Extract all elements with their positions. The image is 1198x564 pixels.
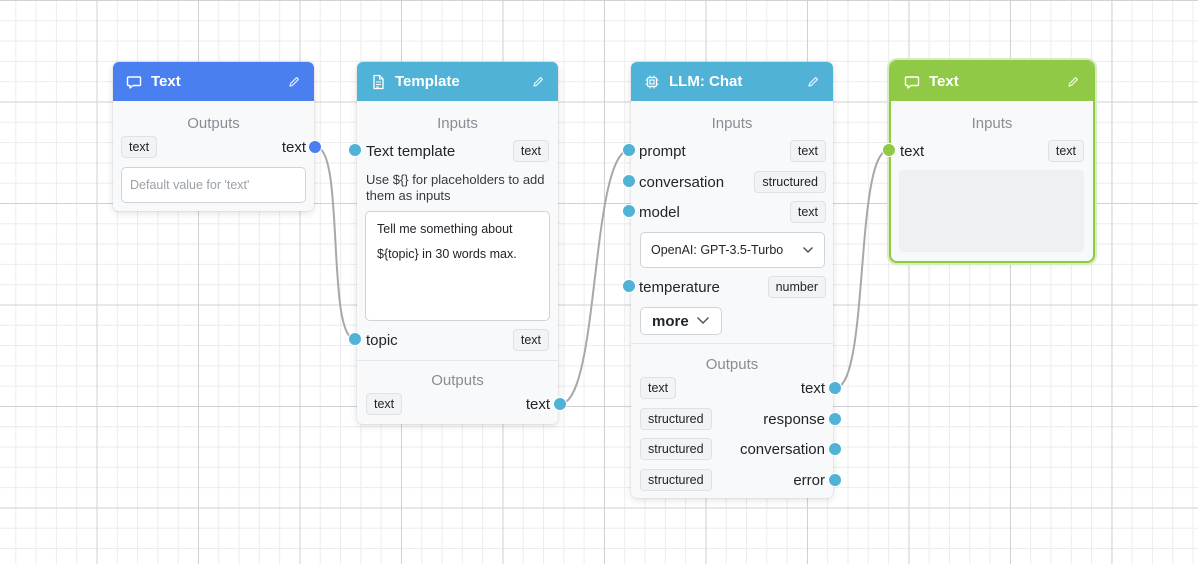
section-divider [357, 360, 558, 361]
text-input-node[interactable]: Text Outputs text text [113, 62, 322, 211]
output-type-badge: text [121, 136, 158, 158]
node-title: Text [151, 73, 181, 90]
node-header[interactable]: Text [891, 62, 1093, 101]
chevron-down-icon [696, 312, 710, 330]
input-handle-topic[interactable] [348, 332, 362, 346]
outputs-title: Outputs [431, 372, 484, 389]
outputs-title: Outputs [705, 356, 759, 373]
output-handle-text[interactable] [553, 397, 567, 411]
output-handle-conversation[interactable] [828, 442, 842, 456]
more-button[interactable]: more [640, 307, 722, 335]
input-label-conversation: conversation [639, 173, 725, 191]
output-type-badge: structured [640, 469, 712, 491]
model-select-value: OpenAI: GPT-3.5-Turbo [651, 243, 784, 257]
message-square-icon [125, 73, 143, 91]
template-node[interactable]: Template Inputs Text template text Use $… [348, 62, 567, 424]
inputs-title: Inputs [971, 115, 1013, 132]
file-text-icon [369, 73, 387, 91]
pencil-icon[interactable] [805, 74, 821, 90]
node-header[interactable]: Template [357, 62, 558, 101]
edge-llm-text-to-output[interactable] [834, 149, 890, 389]
placeholder-hint: Use ${} for placeholders to add them as … [366, 172, 545, 203]
input-type-badge: structured [754, 171, 826, 193]
edge-template-to-prompt[interactable] [559, 149, 631, 405]
input-label-prompt: prompt [639, 142, 686, 160]
llm-chat-node[interactable]: LLM: Chat Inputs prompt text conversatio… [622, 62, 842, 498]
pencil-icon[interactable] [530, 74, 546, 90]
output-label-text: text [525, 395, 550, 413]
input-handle-text-template[interactable] [348, 143, 362, 157]
output-label-response: response [763, 410, 825, 428]
output-display-area [899, 170, 1084, 252]
edge-text-to-topic[interactable] [315, 146, 356, 340]
output-type-badge: text [640, 377, 677, 399]
output-type-badge: text [366, 393, 403, 415]
default-value-input[interactable] [121, 167, 306, 203]
more-label: more [652, 312, 689, 330]
pencil-icon[interactable] [286, 74, 302, 90]
output-label-conversation: conversation [739, 440, 825, 458]
inputs-title: Inputs [437, 115, 478, 132]
model-select[interactable]: OpenAI: GPT-3.5-Turbo [640, 232, 825, 268]
pencil-icon[interactable] [1065, 74, 1081, 90]
text-output-node[interactable]: Text Inputs text text [882, 62, 1093, 261]
input-label-text-template: Text template [366, 142, 456, 160]
node-header[interactable]: Text [113, 62, 314, 101]
input-type-badge: text [512, 140, 549, 162]
input-label-topic: topic [366, 331, 398, 349]
input-handle-conversation[interactable] [622, 174, 636, 188]
input-handle-text[interactable] [882, 143, 896, 157]
output-type-badge: structured [640, 408, 712, 430]
message-square-icon [903, 73, 921, 91]
section-divider [631, 343, 833, 344]
output-handle-text[interactable] [308, 140, 322, 154]
node-title: Text [929, 73, 959, 90]
input-type-badge: text [789, 201, 826, 223]
template-textarea[interactable]: Tell me something about ${topic} in 30 w… [365, 211, 550, 321]
output-handle-response[interactable] [828, 412, 842, 426]
node-title: Template [395, 73, 460, 90]
input-type-badge: text [789, 140, 826, 162]
node-header[interactable]: LLM: Chat [631, 62, 833, 101]
output-label-text: text [281, 138, 306, 156]
input-handle-model[interactable] [622, 204, 636, 218]
input-label-text: text [900, 142, 925, 160]
output-type-badge: structured [640, 438, 712, 460]
outputs-title: Outputs [187, 115, 240, 132]
cpu-chip-icon [643, 73, 661, 91]
output-label-error: error [793, 471, 825, 489]
output-handle-error[interactable] [828, 473, 842, 487]
output-label-text: text [800, 379, 825, 397]
input-label-temperature: temperature [639, 278, 720, 296]
input-type-badge: text [1047, 140, 1084, 162]
input-label-model: model [639, 203, 680, 221]
chevron-down-icon [802, 241, 814, 259]
input-handle-temperature[interactable] [622, 279, 636, 293]
input-type-badge: number [767, 276, 826, 298]
inputs-title: Inputs [711, 115, 753, 132]
output-handle-text[interactable] [828, 381, 842, 395]
input-handle-prompt[interactable] [622, 143, 636, 157]
input-type-badge: text [512, 329, 549, 351]
node-title: LLM: Chat [669, 73, 743, 90]
